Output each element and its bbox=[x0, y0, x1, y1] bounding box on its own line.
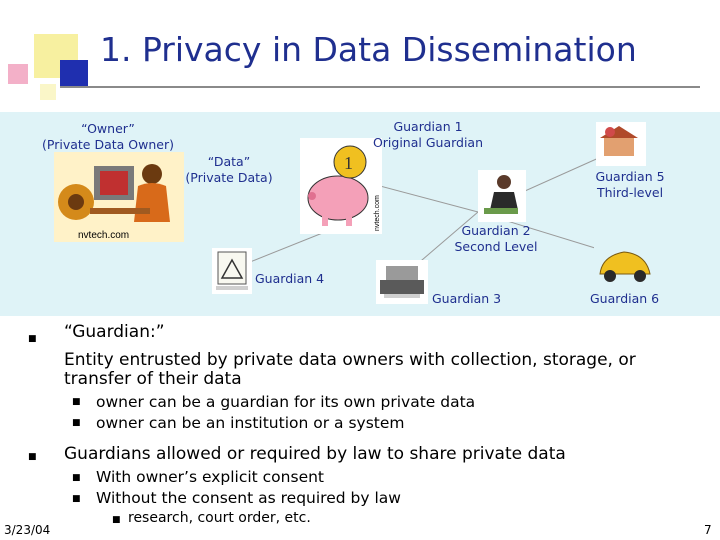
guardian4-label: Guardian 4 bbox=[255, 271, 325, 286]
guardian2-clipart bbox=[478, 170, 526, 222]
sub-bullet-owner-guardian: owner can be a guardian for its own priv… bbox=[96, 393, 476, 411]
sub-sub-bullet-research: research, court order, etc. bbox=[128, 510, 311, 526]
guardian6-label: Guardian 6 bbox=[590, 291, 660, 306]
guardian-diagram: nvtech.com 1 nvtech.com bbox=[0, 112, 720, 316]
bullet-marker: ■ bbox=[28, 452, 37, 462]
line-g1-g2 bbox=[364, 181, 479, 213]
title-deco-lightyellow bbox=[40, 84, 56, 100]
owner-label: “Owner” (Private Data Owner) bbox=[38, 121, 178, 153]
guardian2-label-line2: Second Level bbox=[454, 239, 538, 254]
guardian3-label: Guardian 3 bbox=[432, 291, 502, 306]
bullet-marker: ■ bbox=[112, 515, 121, 525]
bullet-guardians-share: Guardians allowed or required by law to … bbox=[64, 444, 566, 464]
guardian2-label-line1: Guardian 2 bbox=[461, 223, 531, 238]
title-underline bbox=[60, 86, 700, 88]
guardian5-clipart bbox=[596, 122, 646, 166]
guardian5-label-line1: Guardian 5 bbox=[595, 169, 665, 184]
guardian1-label-line2: Original Guardian bbox=[372, 135, 484, 150]
bullet-guardian-line2: transfer of their data bbox=[64, 369, 242, 389]
title-deco-blue bbox=[60, 60, 88, 88]
owner-clipart: nvtech.com bbox=[54, 152, 184, 242]
data-label: “Data” (Private Data) bbox=[184, 154, 274, 186]
piggy-bank-clipart: 1 nvtech.com bbox=[300, 138, 382, 234]
owner-label-line1: “Owner” bbox=[81, 121, 135, 136]
bullet-marker: ■ bbox=[28, 334, 37, 344]
data-credit: nvtech.com bbox=[374, 195, 381, 231]
title-deco-pink bbox=[8, 64, 28, 84]
guardian1-label: Guardian 1 Original Guardian bbox=[368, 119, 488, 151]
data-label-line1: “Data” bbox=[207, 154, 251, 169]
bullet-marker: ■ bbox=[72, 494, 81, 504]
owner-label-line2: (Private Data Owner) bbox=[42, 137, 174, 152]
bullet-guardian-head: “Guardian:” bbox=[64, 322, 165, 342]
line-g1-g4 bbox=[249, 229, 331, 263]
guardian3-clipart bbox=[376, 260, 428, 304]
bullet-marker: ■ bbox=[72, 397, 81, 407]
guardian5-label-line2: Third-level bbox=[596, 185, 664, 200]
bullet-marker: ■ bbox=[72, 473, 81, 483]
guardian2-label: Guardian 2 Second Level bbox=[448, 223, 544, 255]
sub-bullet-explicit-consent: With owner’s explicit consent bbox=[96, 468, 325, 486]
slide-title: 1. Privacy in Data Dissemination bbox=[100, 30, 637, 69]
data-label-line2: (Private Data) bbox=[185, 170, 273, 185]
slide-page-number: 7 bbox=[704, 523, 712, 537]
sub-bullet-without-consent: Without the consent as required by law bbox=[96, 489, 401, 507]
guardian4-clipart bbox=[212, 248, 252, 294]
bullet-guardian-line1: Entity entrusted by private data owners … bbox=[64, 350, 636, 370]
svg-text:1: 1 bbox=[344, 153, 353, 173]
slide-date: 3/23/04 bbox=[4, 523, 51, 537]
guardian1-label-line1: Guardian 1 bbox=[393, 119, 463, 134]
bullet-marker: ■ bbox=[72, 418, 81, 428]
owner-credit: nvtech.com bbox=[78, 230, 129, 241]
guardian5-label: Guardian 5 Third-level bbox=[590, 169, 670, 201]
guardian6-clipart bbox=[594, 246, 656, 284]
sub-bullet-owner-institution: owner can be an institution or a system bbox=[96, 414, 405, 432]
